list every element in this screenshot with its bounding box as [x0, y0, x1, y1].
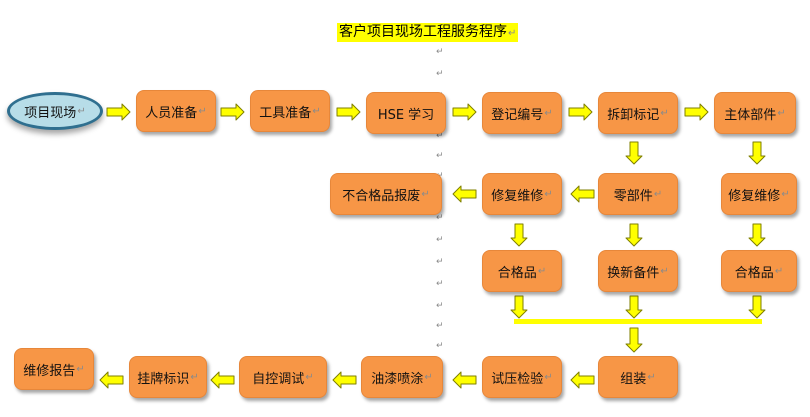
paragraph-mark: ↵ [436, 131, 444, 141]
diagram-title: 客户项目现场工程服务程序↵ [337, 23, 519, 42]
paragraph-mark: ↵ [436, 257, 444, 267]
node-pressure: 试压检验↵ [482, 356, 562, 398]
arrow-right-icon [106, 103, 131, 121]
paragraph-mark: ↵ [436, 235, 444, 245]
node-tools: 工具准备↵ [250, 90, 330, 132]
arrow-down-icon [748, 223, 766, 247]
node-hse: HSE 学习 [366, 92, 446, 134]
node-small-parts: 零部件↵ [598, 173, 678, 215]
arrow-down-icon [748, 295, 766, 319]
node-dismantle: 拆卸标记↵ [598, 92, 678, 134]
paragraph-mark: ↵ [436, 47, 444, 57]
node-personnel: 人员准备↵ [136, 90, 216, 132]
arrow-right-icon [684, 103, 709, 121]
arrow-down-icon [510, 223, 528, 247]
paragraph-mark: ↵ [436, 301, 444, 311]
arrow-down-icon [510, 295, 528, 319]
arrow-left-icon [570, 371, 595, 389]
node-repair-a: 修复维修↵ [482, 173, 562, 215]
arrow-down-icon [625, 141, 643, 165]
node-start: 项目现场↵ [7, 92, 103, 130]
arrow-down-icon [625, 223, 643, 247]
paragraph-mark: ↵ [436, 279, 444, 289]
node-qualified-b: 合格品↵ [721, 250, 797, 292]
node-report: 维修报告↵ [14, 348, 94, 390]
node-repair-b: 修复维修↵ [721, 173, 797, 215]
paragraph-mark: ↵ [436, 213, 444, 223]
merge-connector-bar [514, 319, 762, 324]
arrow-left-icon [452, 185, 477, 203]
arrow-right-icon [568, 103, 593, 121]
arrow-right-icon [336, 103, 361, 121]
arrow-down-icon [625, 327, 643, 353]
arrow-left-icon [570, 185, 595, 203]
paragraph-mark: ↵ [436, 341, 444, 351]
node-scrap: 不合格品报废↵ [330, 173, 442, 215]
arrow-right-icon [452, 103, 477, 121]
arrow-left-icon [210, 371, 235, 389]
arrow-left-icon [99, 371, 124, 389]
node-qualified-a: 合格品↵ [482, 250, 562, 292]
paragraph-mark: ↵ [436, 69, 444, 79]
paragraph-mark: ↵ [436, 321, 444, 331]
node-register: 登记编号↵ [482, 92, 562, 134]
node-tag: 挂牌标识↵ [129, 356, 207, 398]
node-assemble: 组装↵ [598, 356, 678, 398]
arrow-right-icon [220, 103, 245, 121]
node-paint: 油漆喷涂↵ [361, 356, 443, 398]
paragraph-mark: ↵ [436, 151, 444, 161]
node-selftest: 自控调试↵ [239, 356, 327, 398]
arrow-down-icon [625, 295, 643, 319]
arrow-down-icon [748, 141, 766, 165]
node-replace: 换新备件↵ [598, 250, 678, 292]
node-main-parts: 主体部件↵ [714, 92, 796, 134]
arrow-left-icon [452, 371, 477, 389]
arrow-left-icon [332, 371, 357, 389]
